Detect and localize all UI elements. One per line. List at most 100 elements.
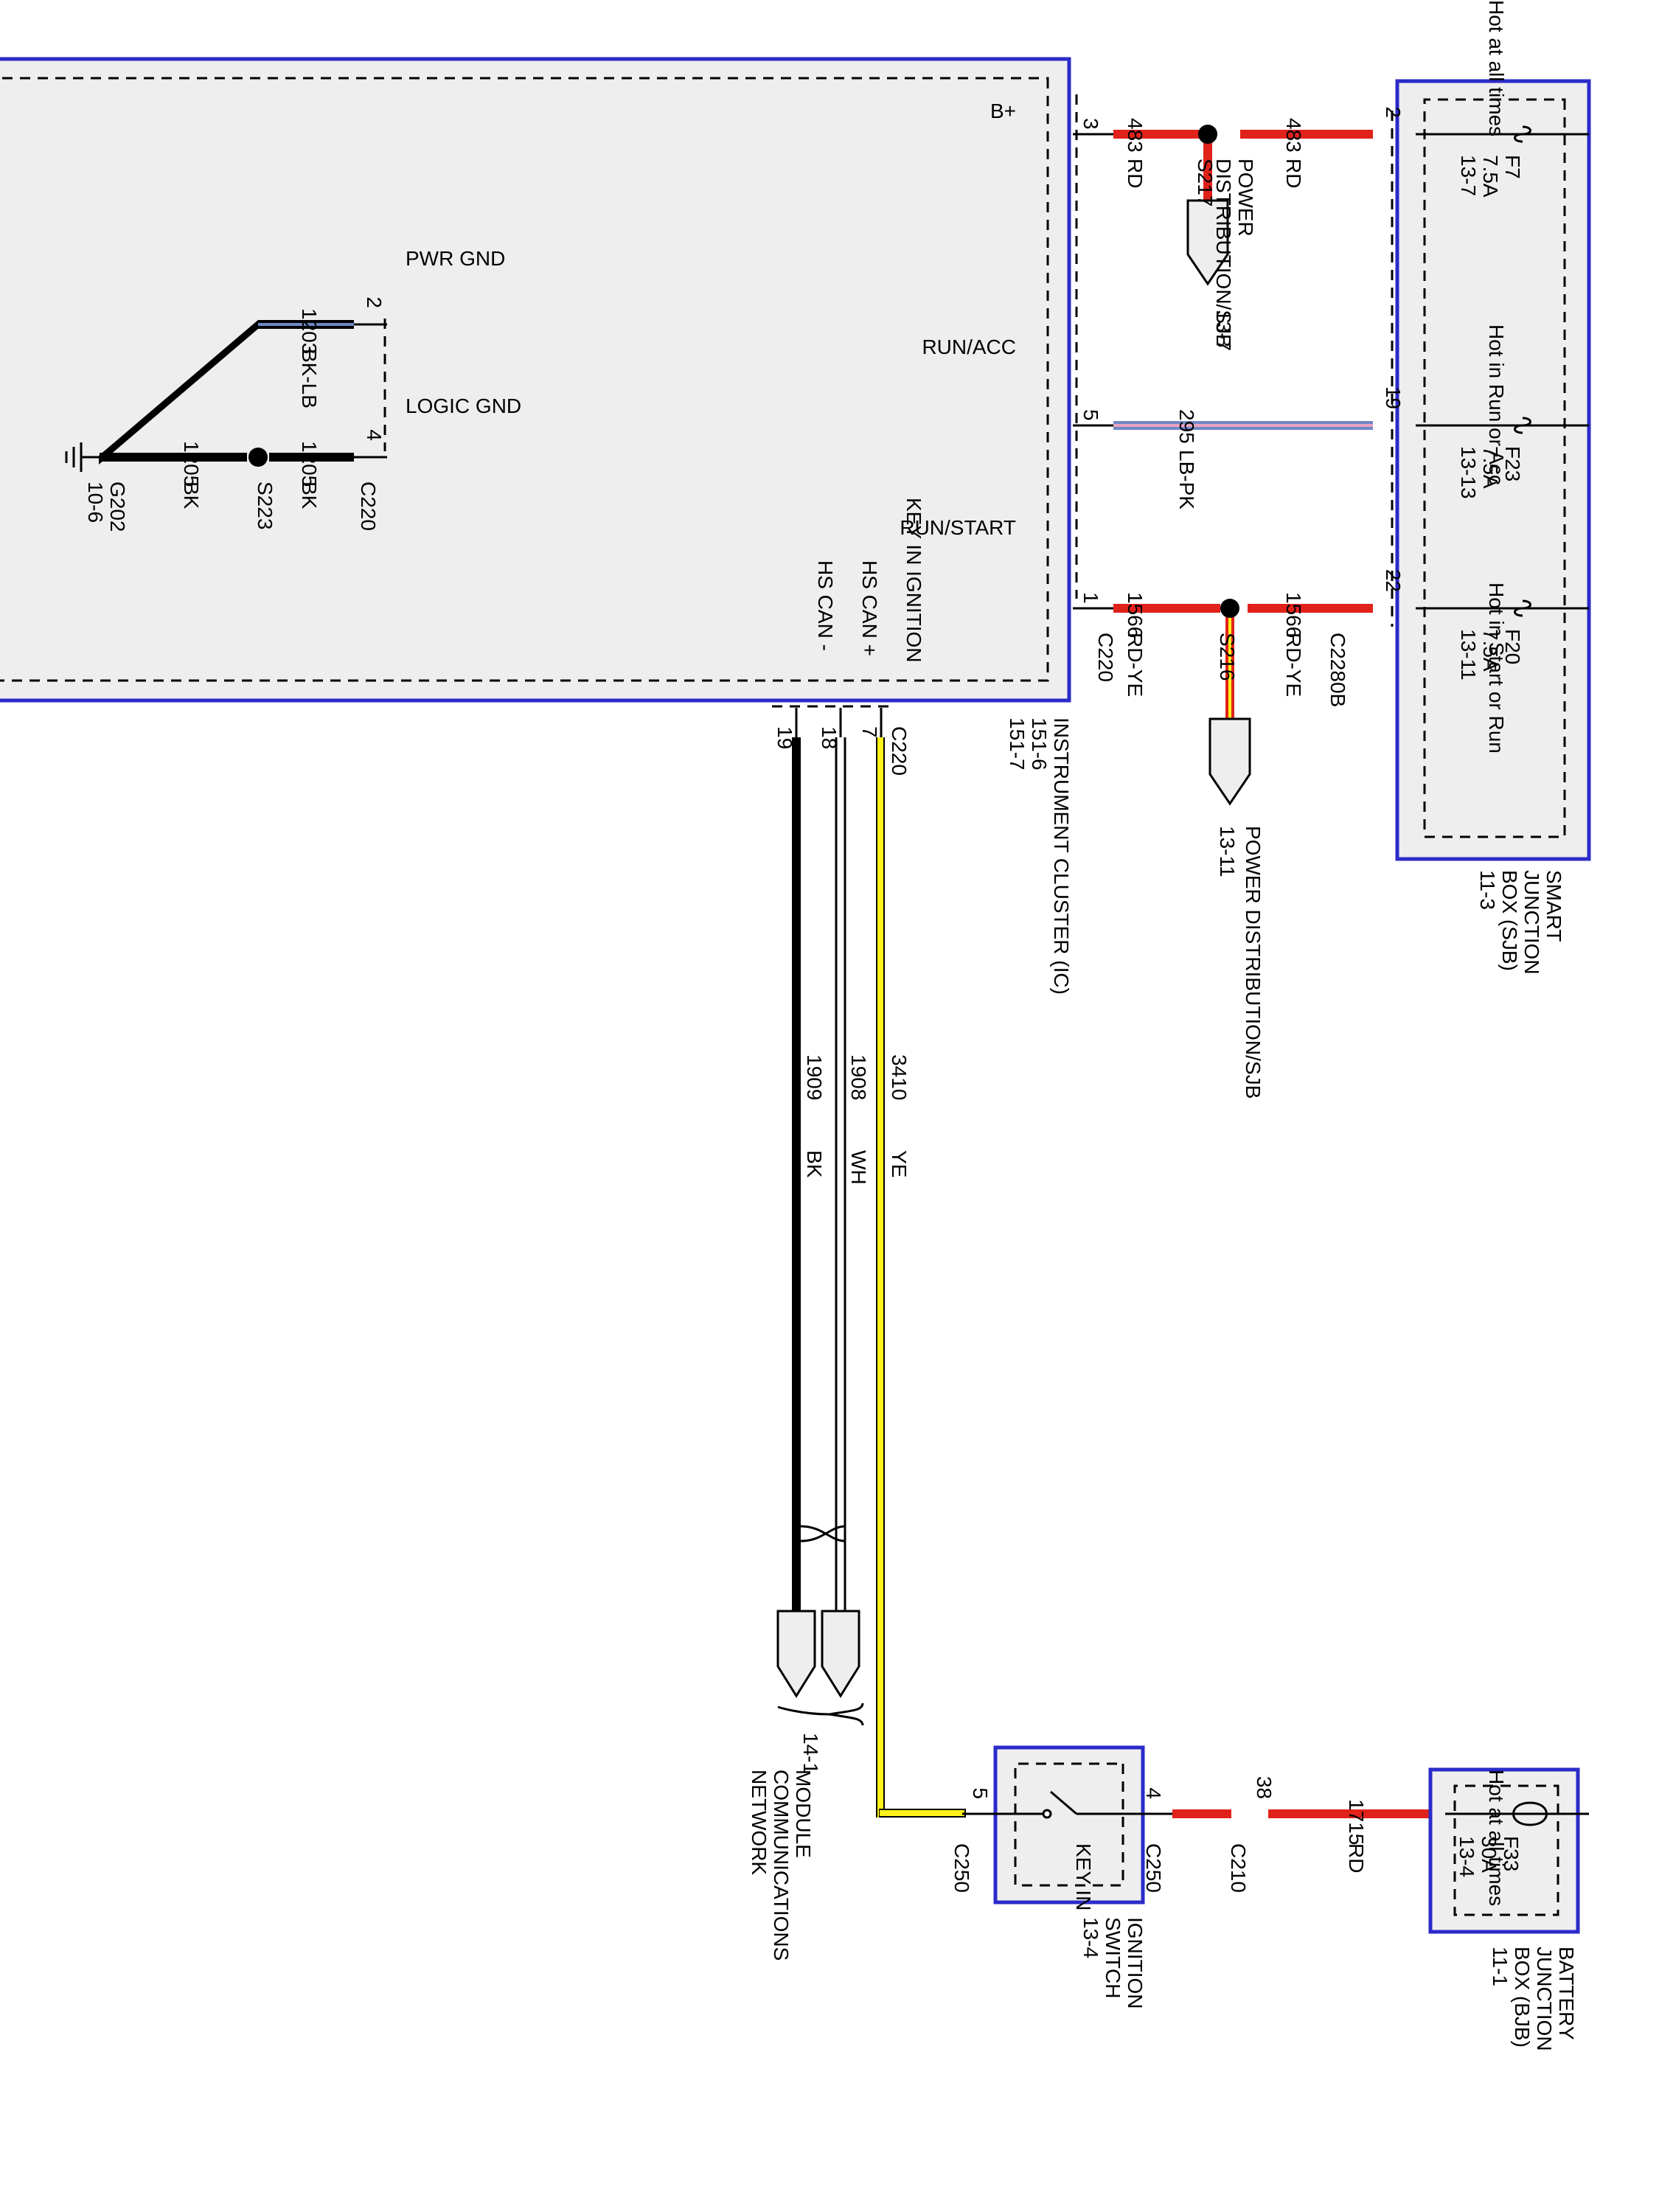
wire-1909-id: 1909 bbox=[803, 1054, 826, 1100]
c250-label-out: C250 bbox=[950, 1843, 973, 1893]
module-comm-connector-2 bbox=[776, 1610, 816, 1698]
wire-483-id-left: 483 bbox=[1124, 118, 1147, 153]
pin-sjb-f23: 19 bbox=[1382, 386, 1405, 409]
c250-label-in: C250 bbox=[1142, 1843, 1165, 1893]
splice-s217 bbox=[1198, 125, 1217, 144]
fuse-f7-name: F7 bbox=[1501, 155, 1524, 179]
c220-label-bottom: C220 bbox=[888, 726, 911, 776]
wire-1566-stub-stripe bbox=[1228, 608, 1231, 719]
wire-1715-short bbox=[1172, 1809, 1231, 1818]
ignition-switch-blade bbox=[1050, 1790, 1077, 1815]
sjb-dashed-boundary bbox=[1423, 98, 1566, 838]
ignition-switch-box bbox=[993, 1745, 1145, 1905]
splice-s217-label: S217 bbox=[1194, 159, 1217, 206]
pin-label-hs-can-plus: HS CAN + bbox=[858, 560, 881, 656]
c2280b-label: C2280B bbox=[1326, 633, 1349, 707]
wire-1205-right bbox=[269, 453, 354, 462]
fuse-f7-ref: 13-7 bbox=[1457, 155, 1480, 196]
wire-483-id-right: 483 bbox=[1282, 118, 1305, 153]
power-dist-s217-connector bbox=[1186, 199, 1229, 286]
sjb-hot-label-1: Hot at all times bbox=[1485, 0, 1508, 136]
wire-295-color: LB-PK bbox=[1175, 450, 1198, 509]
wire-1715 bbox=[1268, 1809, 1445, 1818]
c210-label: C210 bbox=[1227, 1843, 1250, 1893]
pin-ic-runacc: 5 bbox=[1079, 409, 1102, 421]
wire-3410-id: 3410 bbox=[888, 1054, 911, 1100]
pin-ic-logicgnd: 4 bbox=[363, 429, 386, 441]
module-comm-brace bbox=[777, 1703, 864, 1726]
ground-ref: 10-6 bbox=[84, 481, 107, 523]
wire-483-right bbox=[1240, 130, 1373, 139]
wire-1205-left bbox=[100, 453, 247, 462]
sjb-ref: 11-3 bbox=[1476, 870, 1499, 910]
wire-1566-color-left: RD-YE bbox=[1124, 633, 1147, 697]
bjb-hot-label: Hot at all times bbox=[1485, 1770, 1508, 1906]
wire-1203-id: 1203 bbox=[298, 308, 321, 354]
fuse-f23-ref: 13-13 bbox=[1457, 446, 1480, 499]
pin-label-key-in-ignition: KEY IN IGNITION bbox=[902, 498, 925, 663]
wire-1566-right bbox=[1248, 604, 1373, 613]
bjb-title-2: JUNCTION bbox=[1533, 1947, 1556, 2051]
s216-pd-title: POWER DISTRIBUTION/SJB bbox=[1242, 826, 1265, 1099]
s216-pd-ref: 13-11 bbox=[1216, 826, 1239, 877]
ground-name: G202 bbox=[106, 481, 129, 532]
wire-3410-color: YE bbox=[888, 1150, 911, 1178]
fuse-f20-ref: 13-11 bbox=[1457, 629, 1480, 681]
fuse-f33-rating: 30A bbox=[1478, 1836, 1500, 1873]
wire-483-stub bbox=[1203, 134, 1212, 201]
pin-c210: 38 bbox=[1253, 1776, 1276, 1799]
wire-1205-color-left: BK bbox=[180, 481, 203, 509]
bjb-title-3: BOX (BJB) bbox=[1511, 1947, 1534, 2048]
sjb-hot-label-2: Hot in Run or Acc bbox=[1485, 324, 1508, 485]
ignition-switch-contact-label: KEY IN bbox=[1072, 1843, 1095, 1910]
wire-3410-fill bbox=[877, 737, 883, 1818]
power-dist-s216-connector bbox=[1208, 717, 1251, 806]
ignition-switch-ref: 13-4 bbox=[1079, 1917, 1102, 1958]
wire-1908-color: WH bbox=[847, 1150, 870, 1185]
c220-label-right: C220 bbox=[1094, 633, 1117, 682]
wire-295-id: 295 bbox=[1175, 409, 1198, 444]
wire-483-color-left: RD bbox=[1124, 159, 1147, 188]
wire-1908-id: 1908 bbox=[847, 1054, 870, 1100]
fuse-f23-rating: 7.5A bbox=[1479, 446, 1502, 489]
bjb-box bbox=[1428, 1767, 1580, 1934]
wire-1566-id-right: 1566 bbox=[1282, 592, 1305, 638]
c220-label-left: C220 bbox=[357, 481, 380, 531]
s217-pd-title-2: DISTRIBUTION/SJB bbox=[1212, 159, 1235, 348]
wire-3410-to-c250-fill bbox=[880, 1810, 964, 1816]
ic-ref-1: 151-6 bbox=[1028, 717, 1051, 771]
fuse-f23-name: F23 bbox=[1501, 446, 1524, 481]
instrument-cluster: B+ RUN/ACC RUN/START KEY IN IGNITION HS … bbox=[0, 57, 1073, 995]
pin-c250-in: 4 bbox=[1142, 1787, 1165, 1799]
wire-1909-color: BK bbox=[803, 1150, 826, 1178]
sjb-title-3: BOX (SJB) bbox=[1498, 870, 1521, 971]
wire-1203-lb bbox=[258, 323, 354, 326]
pin-label-run-start: RUN/START bbox=[900, 516, 1016, 539]
pin-ic-keyin: 7 bbox=[858, 726, 881, 738]
pin-ic-pwrgnd: 2 bbox=[363, 296, 386, 308]
bjb-ref: 11-1 bbox=[1489, 1947, 1512, 1986]
ignition-switch: KEY IN IGNITION SWITCH 13-4 bbox=[993, 1745, 1147, 2008]
ignition-switch-dashed-boundary bbox=[1014, 1762, 1124, 1887]
pin-ic-hscanp: 18 bbox=[818, 726, 841, 749]
s217-pd-ref: 13-7 bbox=[1212, 310, 1235, 351]
fuse-f20-name: F20 bbox=[1501, 629, 1524, 664]
sjb-title-2: JUNCTION bbox=[1520, 870, 1543, 975]
pin-label-b-plus: B+ bbox=[990, 100, 1016, 122]
module-comm-ref: 14-1 bbox=[799, 1733, 822, 1774]
wire-1205-color-right: BK bbox=[298, 481, 321, 509]
ignition-switch-title-1: IGNITION bbox=[1124, 1917, 1147, 2008]
twisted-pair-symbol bbox=[800, 1525, 846, 1543]
wire-1715-color: RD bbox=[1345, 1843, 1368, 1873]
module-comm-connector-1 bbox=[821, 1610, 860, 1698]
splice-s216-label: S216 bbox=[1216, 633, 1239, 681]
instrument-cluster-dashed-boundary bbox=[0, 77, 1049, 682]
fuse-f7-rating: 7.5A bbox=[1479, 155, 1502, 198]
ic-title: INSTRUMENT CLUSTER (IC) bbox=[1050, 717, 1073, 995]
module-comm-title-3: NETWORK bbox=[748, 1770, 771, 1875]
sjb-hot-label-3: Hot in Start or Run bbox=[1485, 582, 1508, 754]
module-comm-title-1: MODULE bbox=[792, 1770, 815, 1858]
wire-1909 bbox=[792, 737, 801, 1611]
smart-junction-box: Hot at all times Hot in Run or Acc Hot i… bbox=[1395, 0, 1591, 975]
